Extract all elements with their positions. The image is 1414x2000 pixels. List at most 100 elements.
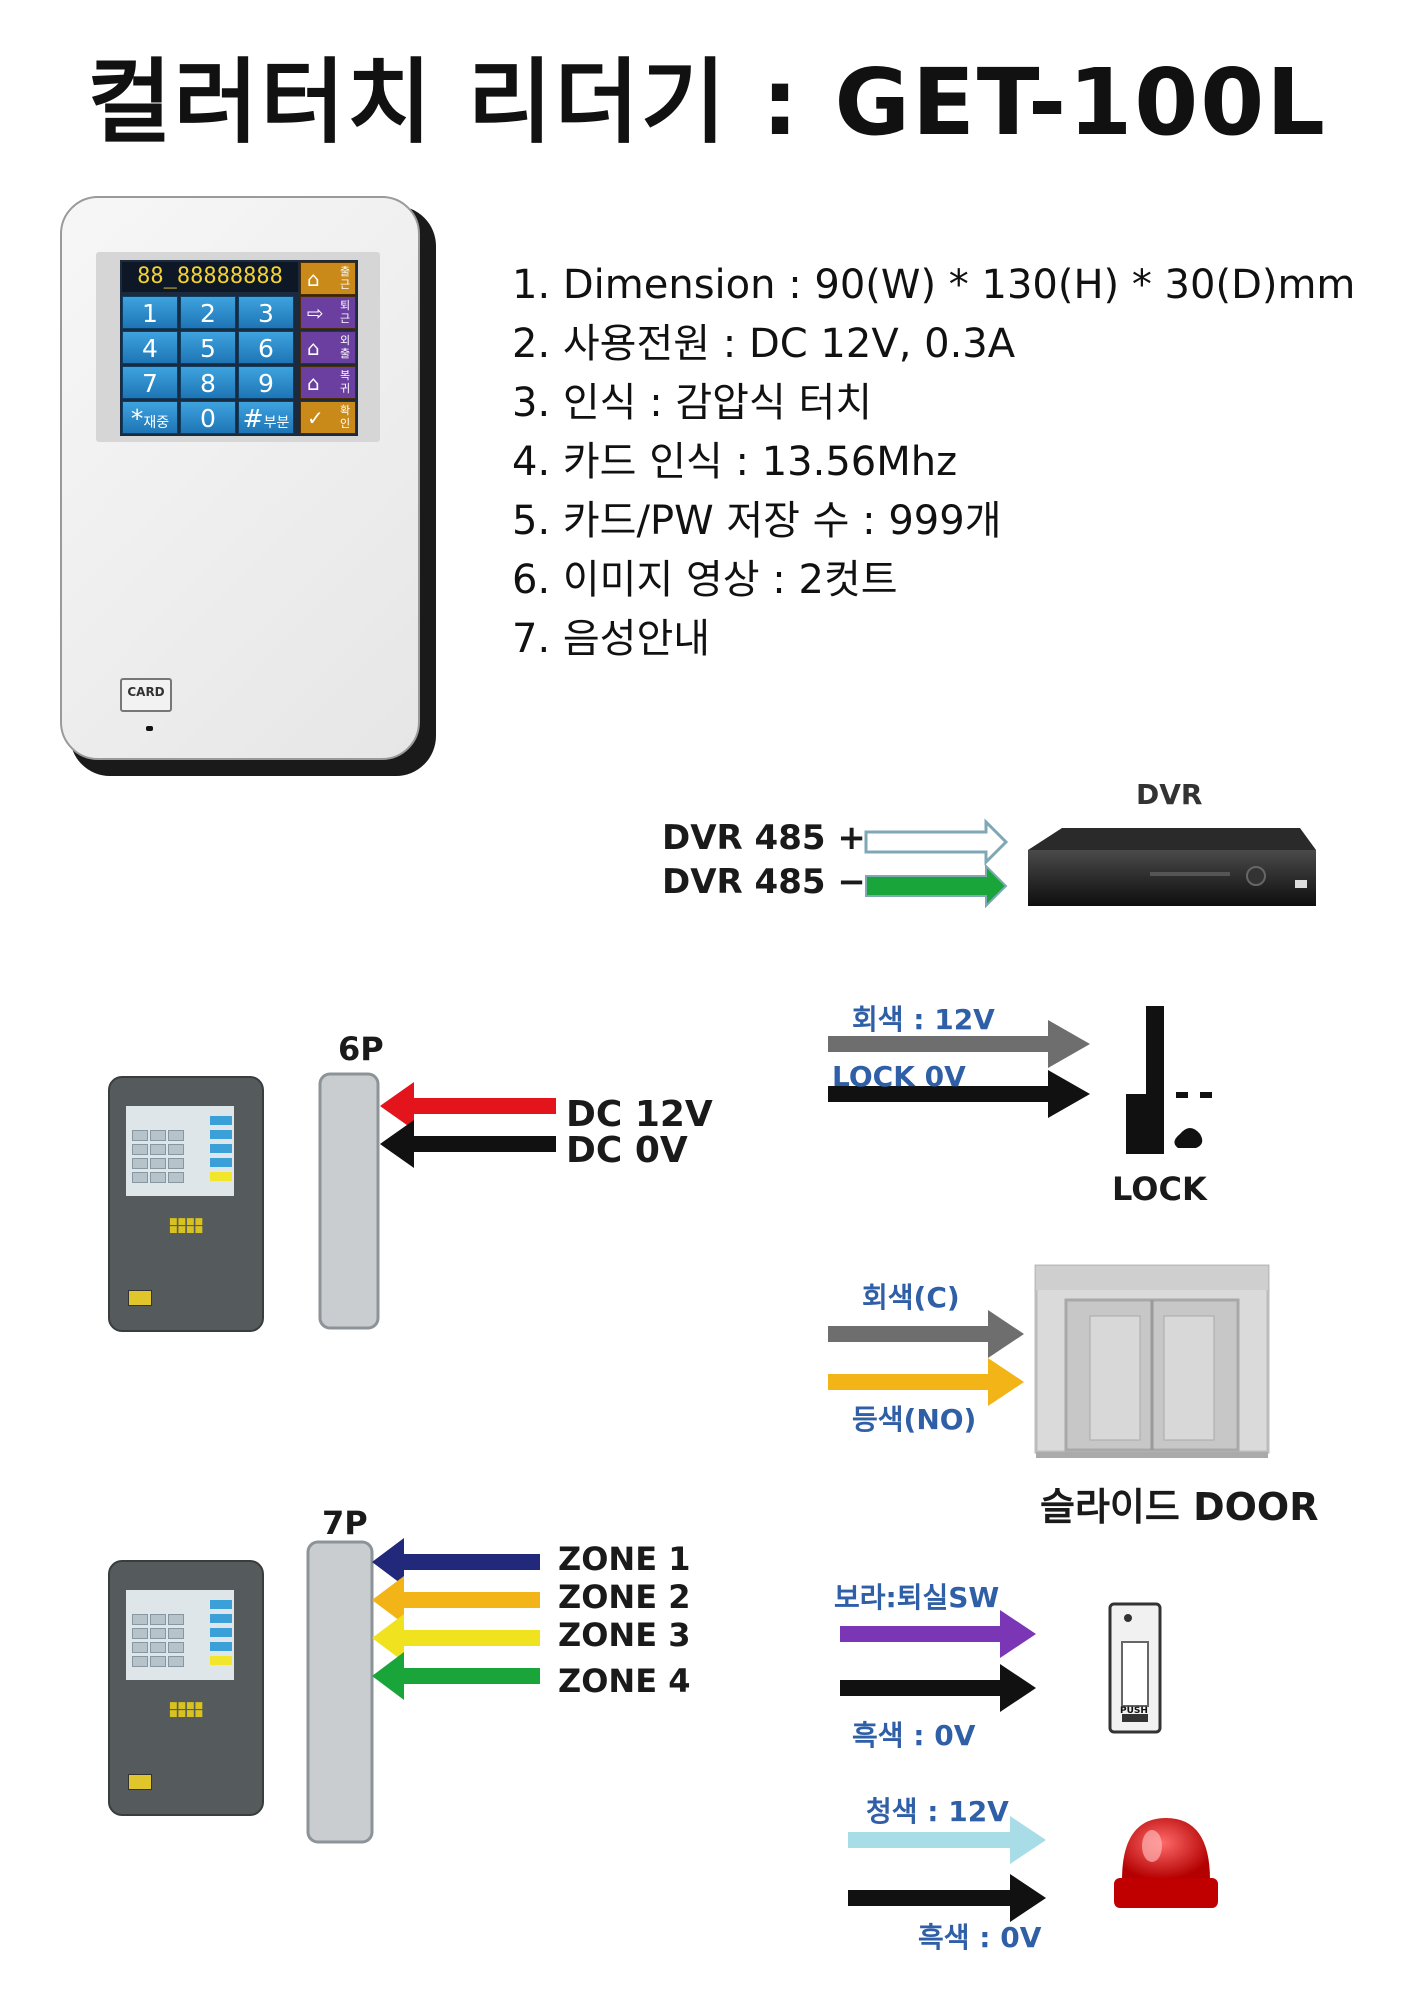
panel-logo: ■■■■■■■■: [168, 1217, 203, 1235]
key-7: 7: [122, 366, 178, 399]
key-star-label: 재중: [143, 415, 170, 431]
touch-screen: 88_88888888 1 2 3 4 5 6 7 8 9 *재중 0 #부분 …: [120, 260, 358, 436]
dc0v-label: DC 0V: [566, 1130, 688, 1171]
fkey-label: 퇴근: [339, 299, 351, 325]
siren-wire1-label: 청색 : 12V: [866, 1795, 1009, 1828]
reader-panel-6p: ■■■■■■■■: [108, 1076, 264, 1332]
panel-screen: [126, 1590, 234, 1680]
return-icon: ⌂: [307, 371, 320, 395]
spec-dimension: 1. Dimension : 90(W) * 130(H) * 30(D)mm: [512, 262, 1356, 308]
exit-wire2-label: 흑색 : 0V: [852, 1719, 976, 1752]
zone3-arrow: [372, 1614, 540, 1662]
siren-icon: [1114, 1818, 1218, 1908]
exit-sw-arrow: [840, 1610, 1036, 1658]
zone1-label: ZONE 1: [558, 1540, 691, 1578]
lock-device-icon: [1126, 1006, 1212, 1154]
zone4-label: ZONE 4: [558, 1662, 691, 1700]
spec-image: 6. 이미지 영상 : 2컷트: [512, 557, 898, 603]
key-hash: #부분: [238, 401, 294, 434]
door-wire1-label: 회색(C): [862, 1281, 960, 1314]
zone1-arrow: [372, 1538, 540, 1586]
zone2-label: ZONE 2: [558, 1578, 691, 1616]
connector-7p-label: 7P: [322, 1504, 368, 1542]
device-body: 88_88888888 1 2 3 4 5 6 7 8 9 *재중 0 #부분 …: [60, 196, 420, 760]
panel-screen: [126, 1106, 234, 1196]
fkey-checkin: ⌂ 출근: [300, 262, 356, 295]
connector-6p-label: 6P: [338, 1030, 384, 1068]
reader-device-image: 88_88888888 1 2 3 4 5 6 7 8 9 *재중 0 #부분 …: [60, 196, 436, 776]
key-3: 3: [238, 296, 294, 329]
key-4: 4: [122, 331, 178, 364]
key-8: 8: [180, 366, 236, 399]
spec-voice: 7. 음성안내: [512, 616, 711, 662]
page-title: 컬러터치 리더기 : GET-100L: [87, 49, 1327, 156]
dvr-title: DVR: [1136, 778, 1203, 811]
fkey-checkout: ⇨ 퇴근: [300, 296, 356, 329]
key-9: 9: [238, 366, 294, 399]
connector-7p-block: [306, 1540, 374, 1844]
zone4-arrow: [372, 1652, 540, 1700]
key-hash-symbol: #: [242, 404, 264, 433]
lock-label: LOCK: [1112, 1170, 1207, 1208]
panel-logo: ■■■■■■■■: [168, 1701, 203, 1719]
key-1: 1: [122, 296, 178, 329]
door-no-arrow: [828, 1358, 1024, 1406]
home-arrow-icon: ⌂: [307, 267, 320, 291]
exit-arrow-icon: ⇨: [307, 301, 324, 325]
key-hash-label: 부분: [263, 415, 290, 431]
fkey-label: 복귀: [339, 369, 351, 395]
panel-card-icon: [128, 1774, 152, 1790]
slide-door-icon: [1034, 1264, 1270, 1458]
status-led: [146, 726, 153, 731]
dvr-device-icon: [1028, 828, 1316, 906]
dvr-plus-arrow: [864, 818, 1009, 866]
card-icon: CARD: [120, 678, 172, 712]
exit-switch-icon: [1108, 1602, 1162, 1734]
key-5: 5: [180, 331, 236, 364]
key-2: 2: [180, 296, 236, 329]
push-label: PUSH: [1120, 1706, 1148, 1716]
fkey-label: 확인: [339, 404, 351, 430]
siren-0v-arrow: [848, 1874, 1046, 1922]
fkey-confirm: ✓ 확인: [300, 401, 356, 434]
lock-0v-arrow: [828, 1070, 1090, 1118]
reader-panel-7p: ■■■■■■■■: [108, 1560, 264, 1816]
panel-card-icon: [128, 1290, 152, 1306]
spec-list: 1. Dimension : 90(W) * 130(H) * 30(D)mm …: [512, 256, 1355, 669]
dvr-minus-label: DVR 485 −: [662, 862, 866, 902]
spec-storage: 5. 카드/PW 저장 수 : 999개: [512, 498, 1002, 544]
dc0v-arrow: [380, 1120, 556, 1168]
zone3-label: ZONE 3: [558, 1616, 691, 1654]
lcd-display: 88_88888888: [122, 262, 298, 292]
fkey-label: 출근: [339, 265, 351, 291]
fkey-return: ⌂ 복귀: [300, 366, 356, 399]
siren-12v-arrow: [848, 1816, 1046, 1864]
lock-wire1-label: 회색 : 12V: [852, 1003, 995, 1036]
exit-0v-arrow: [840, 1664, 1036, 1712]
lock-wire2-label: LOCK 0V: [832, 1060, 966, 1093]
lock-12v-arrow: [828, 1020, 1090, 1068]
spec-recognition: 3. 인식 : 감압식 터치: [512, 380, 873, 426]
dvr-plus-label: DVR 485 +: [662, 818, 866, 858]
dvr-minus-arrow: [865, 863, 1008, 909]
exit-wire1-label: 보라:퇴실SW: [834, 1581, 1000, 1614]
zone2-arrow: [372, 1576, 540, 1624]
door-common-arrow: [828, 1310, 1024, 1358]
fkey-outing: ⌂ 외출: [300, 331, 356, 364]
key-0: 0: [180, 401, 236, 434]
key-star: *재중: [122, 401, 178, 434]
fkey-label: 외출: [339, 334, 351, 360]
key-star-symbol: *: [130, 404, 144, 433]
dc12v-label: DC 12V: [566, 1094, 713, 1135]
check-icon: ✓: [307, 406, 324, 430]
spec-card: 4. 카드 인식 : 13.56Mhz: [512, 439, 958, 485]
door-wire2-label: 등색(NO): [852, 1403, 977, 1436]
connector-6p-block: [318, 1072, 380, 1330]
spec-power: 2. 사용전원 : DC 12V, 0.3A: [512, 321, 1016, 367]
dc12v-arrow: [380, 1082, 556, 1130]
siren-wire2-label: 흑색 : 0V: [918, 1921, 1042, 1954]
screen-frame: 88_88888888 1 2 3 4 5 6 7 8 9 *재중 0 #부분 …: [96, 252, 380, 442]
key-6: 6: [238, 331, 294, 364]
slide-door-label: 슬라이드 DOOR: [1040, 1485, 1319, 1529]
